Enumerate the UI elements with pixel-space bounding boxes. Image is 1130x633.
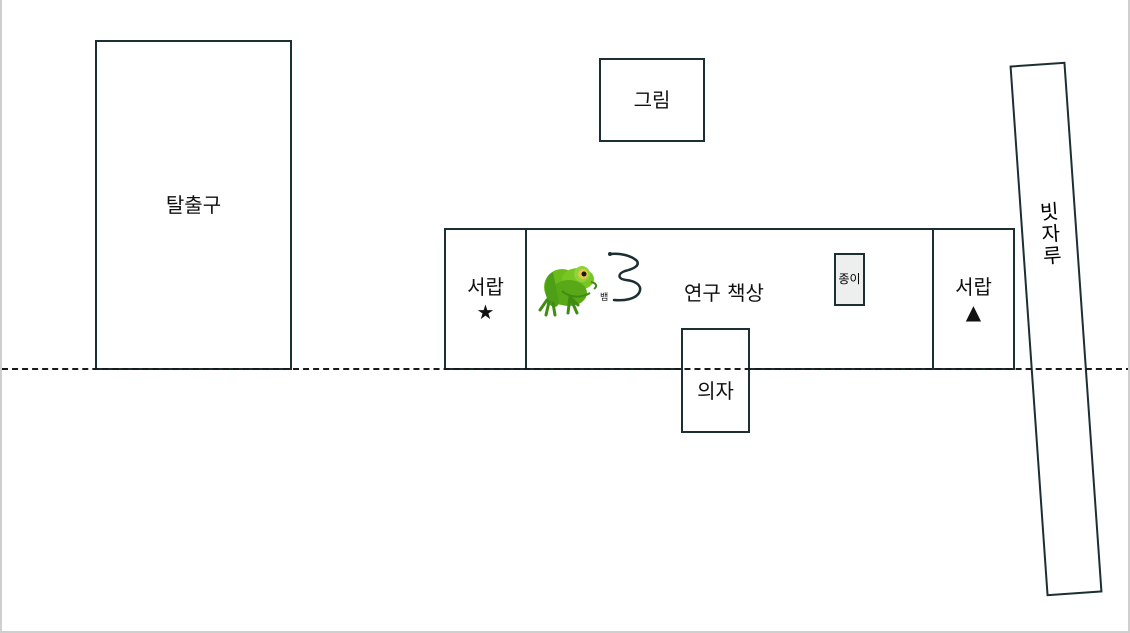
snake-icon	[600, 247, 650, 307]
room-boundary-line	[2, 368, 1128, 370]
triangle-icon: ▲	[965, 300, 982, 324]
desk-label: 연구 책상	[684, 281, 764, 305]
picture-label: 그림	[633, 87, 671, 112]
exit-label: 탈출구	[165, 192, 222, 217]
exit-box: 탈출구	[95, 40, 292, 370]
chair-label: 의자	[697, 379, 734, 403]
drawer-right: 서랍 ▲	[932, 228, 1015, 370]
broom-label: 빗자루	[1035, 200, 1064, 268]
picture-box: 그림	[599, 58, 705, 142]
star-icon: ★	[476, 300, 495, 324]
chair-box: 의자	[681, 328, 750, 433]
paper-label: 종이	[838, 272, 861, 287]
snake-label: 뱀	[600, 293, 609, 303]
drawer-right-label: 서랍	[955, 275, 992, 299]
drawer-left: 서랍 ★	[444, 228, 527, 370]
broom-box: 빗자루	[1009, 61, 1103, 597]
frog-icon	[534, 258, 604, 320]
drawer-left-label: 서랍	[467, 275, 504, 299]
paper-box: 종이	[834, 253, 865, 306]
